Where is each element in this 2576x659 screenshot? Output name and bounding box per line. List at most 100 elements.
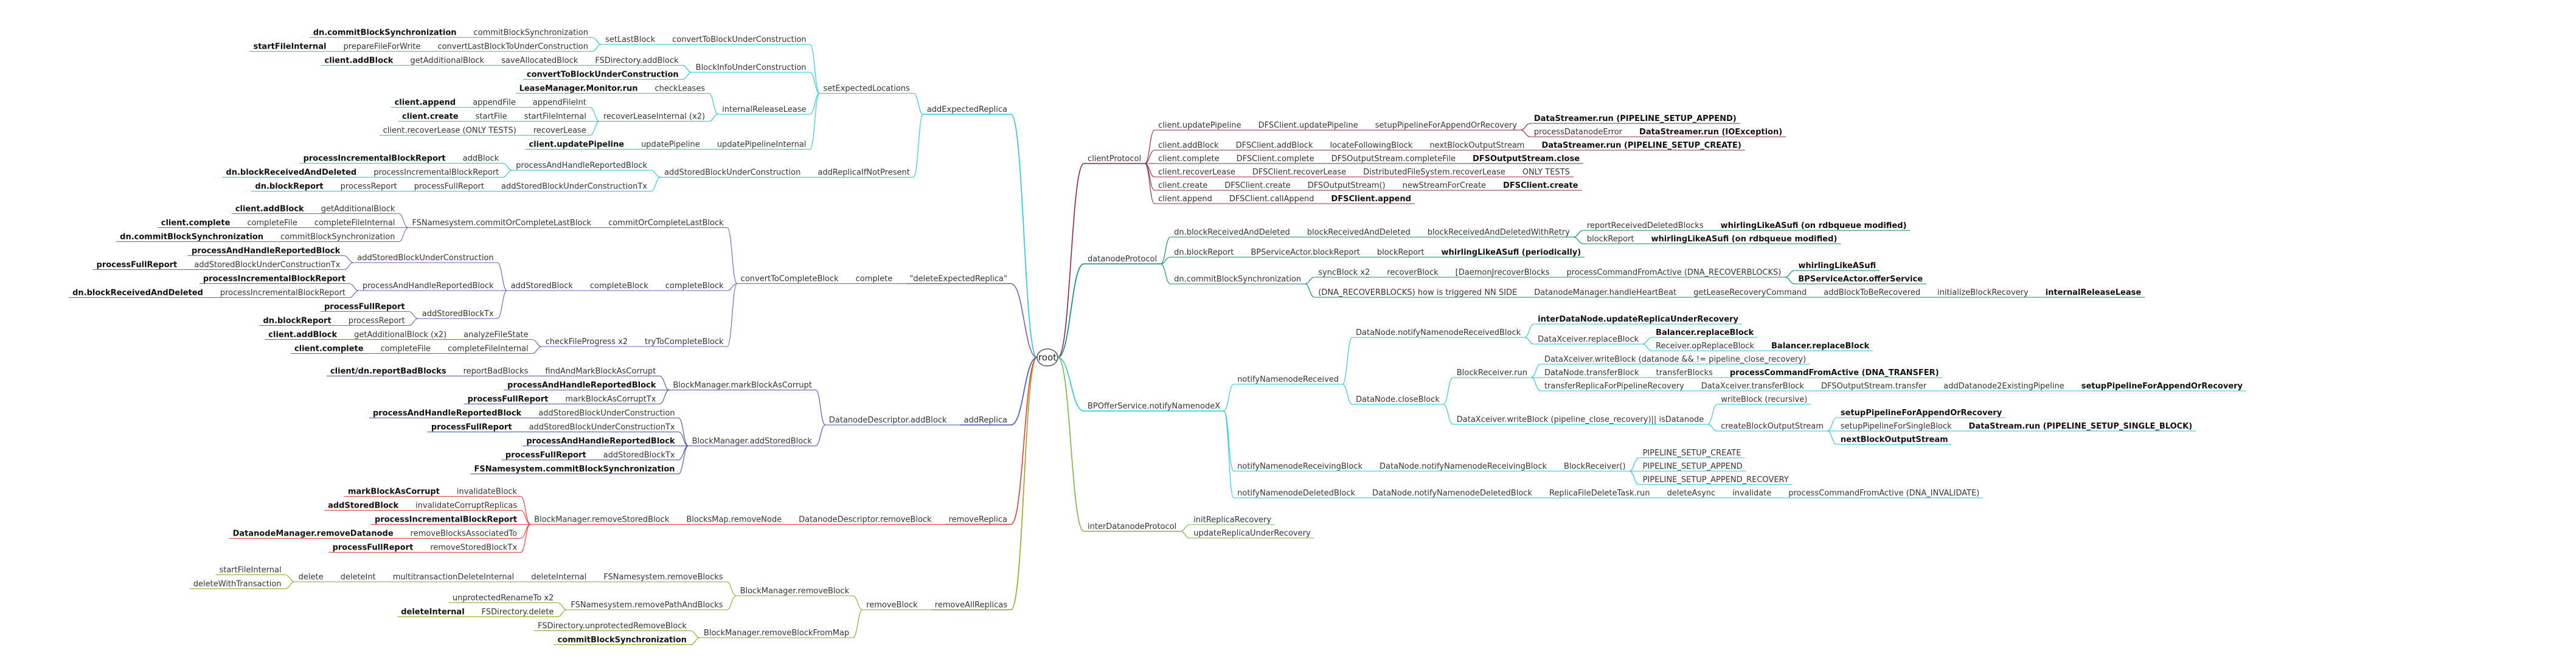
node-label-client-complete[interactable]: client.complete [1158, 154, 1220, 164]
node-label-deleteinternal[interactable]: deleteInternal [531, 573, 586, 582]
node-label-commitblocksynchronization[interactable]: commitBlockSynchronization [280, 233, 395, 242]
node-label-daemonjrecoverblocks[interactable]: [DaemonJrecoverBlocks [1456, 268, 1550, 277]
node-label-initreplicarecovery[interactable]: initReplicaRecovery [1193, 516, 1271, 525]
node-label-adddatanode2existingpipeline[interactable]: addDatanode2ExistingPipeline [1943, 382, 2064, 391]
node-label-addstoredblocktx[interactable]: addStoredBlockTx [422, 309, 494, 319]
node-label-completeblock[interactable]: completeBlock [665, 281, 724, 291]
node-label-dfsclient-updatepipeline[interactable]: DFSClient.updatePipeline [1258, 121, 1358, 130]
node-label-reportreceiveddeletedblocks[interactable]: reportReceivedDeletedBlocks [1587, 221, 1704, 230]
node-label-fsdirectory-unprotectedremoveblock[interactable]: FSDirectory.unprotectedRemoveBlock [538, 622, 687, 631]
node-label-updatereplicaunderrecovery[interactable]: updateReplicaUnderRecovery [1193, 529, 1311, 538]
node-label-whirlinglikeasufi-on-rdbqueue-modified[interactable]: whirlingLikeASufi (on rdbqueue modified) [1721, 221, 1907, 230]
node-label-client-complete[interactable]: client.complete [294, 345, 364, 354]
node-label-datanode-notifynamenodereceivingblock[interactable]: DataNode.notifyNamenodeReceivingBlock [1380, 462, 1547, 471]
node-label-dn-blockreceivedanddeleted[interactable]: dn.blockReceivedAndDeleted [226, 168, 356, 178]
node-label-blocksmap-removenode[interactable]: BlocksMap.removeNode [686, 516, 782, 525]
node-label-addstoredblockunderconstruction[interactable]: addStoredBlockUnderConstruction [357, 254, 493, 263]
node-label-preparefileforwrite[interactable]: prepareFileForWrite [343, 43, 420, 52]
node-label-reportbadblocks[interactable]: reportBadBlocks [463, 367, 529, 376]
node-label-newstreamforcreate[interactable]: newStreamForCreate [1403, 181, 1486, 190]
branch-label-clientprotocol[interactable]: clientProtocol [1088, 154, 1141, 164]
node-label-datanode-notifynamenodedeletedblock[interactable]: DataNode.notifyNamenodeDeletedBlock [1372, 489, 1532, 498]
node-label-client-addblock[interactable]: client.addBlock [1158, 141, 1219, 150]
node-label-receiver-opreplaceblock[interactable]: Receiver.opReplaceBlock [1656, 342, 1754, 351]
node-label-invalidate[interactable]: invalidate [1732, 489, 1771, 498]
node-label-initializeblockrecovery[interactable]: initializeBlockRecovery [1937, 288, 2029, 297]
node-label-converttoblockunderconstruction[interactable]: convertToBlockUnderConstruction [672, 35, 806, 44]
node-label-balancer-replaceblock[interactable]: Balancer.replaceBlock [1771, 342, 1869, 351]
node-label-setlastblock[interactable]: setLastBlock [605, 35, 656, 44]
node-label-addstoredblockunderconstructiontx[interactable]: addStoredBlockUnderConstructionTx [529, 423, 675, 432]
node-label-dfsclient-append[interactable]: DFSClient.append [1331, 195, 1411, 204]
node-label-delete[interactable]: delete [299, 573, 324, 582]
node-label-datanode-notifynamenodereceivedblock[interactable]: DataNode.notifyNamenodeReceivedBlock [1356, 328, 1521, 337]
node-label-processandhandlereportedblock[interactable]: processAndHandleReportedBlock [507, 381, 656, 390]
node-label-datastreamer-run-pipeline-setup-append[interactable]: DataStreamer.run (PIPELINE_SETUP_APPEND) [1534, 114, 1737, 123]
node-label-whirlinglikeasufi-on-rdbqueue-modified[interactable]: whirlingLikeASufi (on rdbqueue modified) [1651, 235, 1837, 244]
node-label-client-dn-reportbadblocks[interactable]: client/dn.reportBadBlocks [330, 367, 446, 376]
node-label-getleaserecoverycommand[interactable]: getLeaseRecoveryCommand [1693, 288, 1807, 297]
node-label-pipeline-setup-append[interactable]: PIPELINE_SETUP_APPEND [1643, 462, 1743, 471]
node-label-addblocktoberecovered[interactable]: addBlockToBeRecovered [1824, 288, 1920, 297]
node-label-datanodemanager-removedatanode[interactable]: DatanodeManager.removeDatanode [233, 530, 394, 539]
node-label-getadditionalblock[interactable]: getAdditionalBlock [410, 57, 484, 66]
node-label-recoverleaseinternal-x2[interactable]: recoverLeaseInternal (x2) [603, 112, 705, 122]
node-label-client-updatepipeline[interactable]: client.updatePipeline [529, 140, 624, 150]
node-label-convertlastblocktounderconstruction[interactable]: convertLastBlockToUnderConstruction [437, 43, 588, 52]
node-label-datastreamer-run-pipeline-setup-create[interactable]: DataStreamer.run (PIPELINE_SETUP_CREATE) [1541, 141, 1741, 150]
node-label-fsnamesystem-commitorcompletelastblock[interactable]: FSNamesystem.commitOrCompleteLastBlock [412, 219, 591, 228]
node-label-balancer-replaceblock[interactable]: Balancer.replaceBlock [1656, 328, 1754, 337]
node-label-whirlinglikeasufi[interactable]: whirlingLikeASufi [1798, 261, 1876, 271]
node-label-completefile[interactable]: completeFile [381, 345, 431, 354]
node-label-processandhandlereportedblock[interactable]: processAndHandleReportedBlock [516, 161, 647, 170]
node-label-blockinfounderconstruction[interactable]: BlockInfoUnderConstruction [696, 63, 807, 72]
node-label-processfullreport[interactable]: processFullReport [505, 451, 586, 460]
node-label-processreport[interactable]: processReport [349, 317, 405, 326]
node-label-deleteint[interactable]: deleteInt [341, 573, 376, 582]
node-label-fsnamesystem-removeblocks[interactable]: FSNamesystem.removeBlocks [603, 573, 723, 582]
node-label-nextblockoutputstream[interactable]: nextBlockOutputStream [1429, 141, 1524, 150]
node-label-completefileinternal[interactable]: completeFileInternal [448, 345, 529, 354]
node-label-fsnamesystem-removepathandblocks[interactable]: FSNamesystem.removePathAndBlocks [571, 601, 723, 610]
branch-label-removeallreplicas[interactable]: removeAllReplicas [935, 601, 1008, 610]
node-label-client-create[interactable]: client.create [402, 112, 459, 122]
branch-label-deleteexpectedreplica[interactable]: "deleteExpectedReplica" [909, 275, 1007, 284]
node-label-datanodemanager-handleheartbeat[interactable]: DatanodeManager.handleHeartBeat [1534, 288, 1676, 297]
node-label-dataxceiver-writeblock-datanode-pipeline-close-rec[interactable]: DataXceiver.writeBlock (datanode && != p… [1544, 355, 1806, 364]
node-label-startfileinternal[interactable]: startFileInternal [524, 112, 586, 122]
node-label-client-addblock[interactable]: client.addBlock [268, 331, 337, 340]
node-label-blockmanager-removeblockfrommap[interactable]: BlockManager.removeBlockFromMap [704, 629, 849, 638]
node-label-dn-blockreport[interactable]: dn.blockReport [255, 182, 323, 191]
node-label-datanodedescriptor-removeblock[interactable]: DatanodeDescriptor.removeBlock [799, 516, 932, 525]
node-label-recoverlease[interactable]: recoverLease [533, 126, 586, 136]
node-label-processincrementalblockreport[interactable]: processIncrementalBlockReport [203, 275, 345, 284]
node-label-checkleases[interactable]: checkLeases [655, 85, 706, 94]
node-label-datanode-transferblock[interactable]: DataNode.transferBlock [1544, 368, 1639, 378]
node-label-writeblock-recursive[interactable]: writeBlock (recursive) [1721, 395, 1807, 404]
node-label-blockmanager-removeblock[interactable]: BlockManager.removeBlock [740, 587, 850, 596]
node-label-client-addblock[interactable]: client.addBlock [325, 57, 394, 66]
node-label-internalreleaselease[interactable]: internalReleaseLease [722, 105, 806, 114]
node-label-removestoredblocktx[interactable]: removeStoredBlockTx [430, 543, 517, 553]
node-label-completeblock[interactable]: completeBlock [590, 281, 648, 291]
node-label-multitransactiondeleteinternal[interactable]: multitransactionDeleteInternal [393, 573, 514, 582]
node-label-markblockascorrupttx[interactable]: markBlockAsCorruptTx [565, 395, 656, 404]
node-label-addstoredblocktx[interactable]: addStoredBlockTx [603, 451, 675, 460]
node-label-processcommandfromactive-dna-recoverblocks[interactable]: processCommandFromActive (DNA_RECOVERBLO… [1567, 268, 1782, 277]
node-label-updatepipeline[interactable]: updatePipeline [641, 140, 700, 150]
node-label-appendfile[interactable]: appendFile [473, 98, 516, 108]
node-label-dn-commitblocksynchronization[interactable]: dn.commitBlockSynchronization [313, 29, 457, 38]
node-label-dn-blockreport[interactable]: dn.blockReport [263, 317, 331, 326]
branch-label-addreplica[interactable]: addReplica [963, 416, 1007, 425]
node-label-converttocompleteblock[interactable]: convertToCompleteBlock [741, 275, 839, 284]
node-label-replicafiledeletetask-run[interactable]: ReplicaFileDeleteTask.run [1549, 489, 1650, 498]
node-label-blockreceiver[interactable]: BlockReceiver() [1564, 462, 1626, 471]
node-label-setuppipelineforappendorrecovery[interactable]: setupPipelineForAppendOrRecovery [1375, 121, 1518, 130]
node-label-dn-commitblocksynchronization[interactable]: dn.commitBlockSynchronization [1174, 275, 1301, 284]
node-label-dfsclient-addblock[interactable]: DFSClient.addBlock [1236, 141, 1313, 150]
node-label-dn-blockreceivedanddeleted[interactable]: dn.blockReceivedAndDeleted [72, 289, 203, 298]
branch-label-removereplica[interactable]: removeReplica [949, 516, 1007, 525]
node-label-addstoredblockunderconstruction[interactable]: addStoredBlockUnderConstruction [538, 409, 675, 418]
node-label-transferreplicaforpipelinerecovery[interactable]: transferReplicaForPipelineRecovery [1544, 382, 1684, 391]
node-label-blockreport[interactable]: blockReport [1377, 248, 1425, 257]
